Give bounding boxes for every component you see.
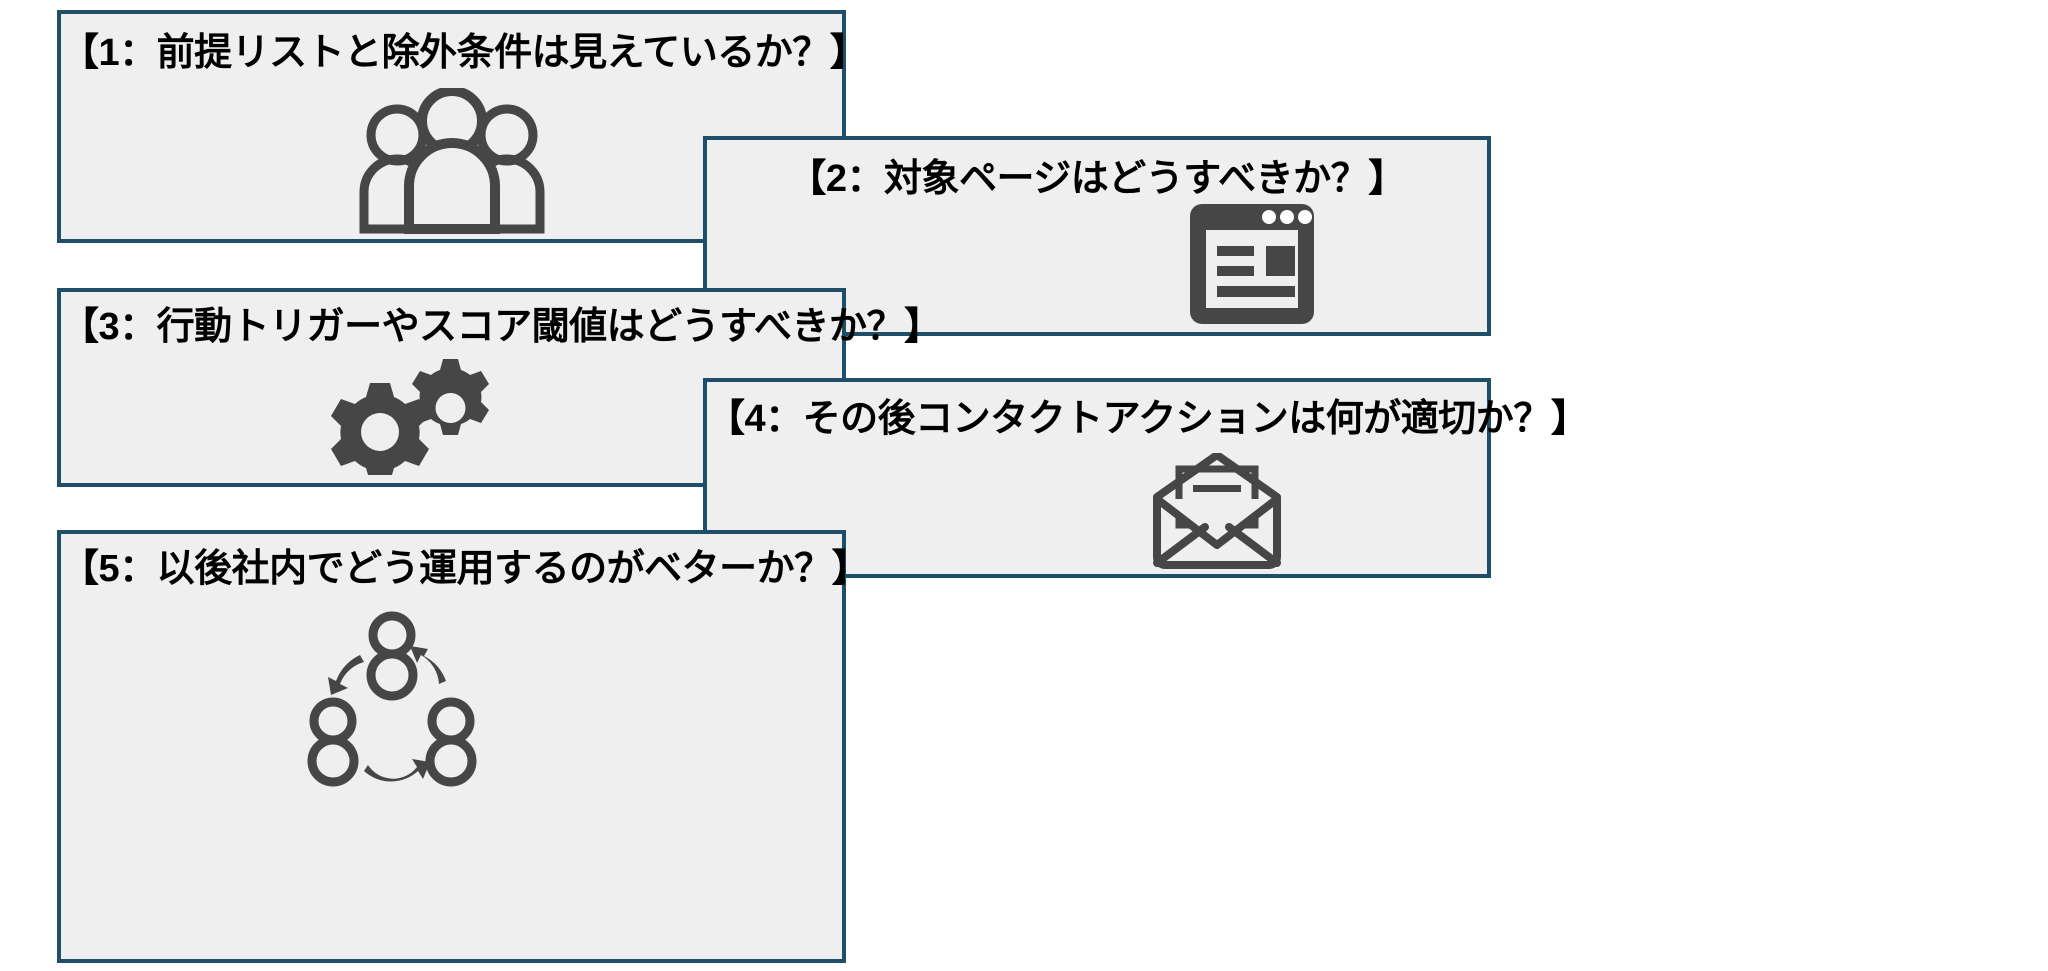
card-1[interactable]: 【1：前提リストと除外条件は見えているか？】: [57, 10, 868, 243]
people-cycle-icon: [294, 611, 490, 787]
card-5[interactable]: 【5：以後社内でどう運用するのがベターか？】: [57, 530, 870, 963]
browser-window-icon: [1186, 200, 1318, 328]
card-2-icon-slot: [1017, 198, 1487, 330]
people-group-icon: [359, 88, 545, 234]
open-envelope-icon: [1147, 453, 1287, 571]
card-2-title: 【2：対象ページはどうすべきか？】: [788, 158, 1406, 200]
card-3-title: 【3：行動トリガーやスコア閾値はどうすべきか？】: [61, 306, 942, 348]
card-1-icon-slot: [61, 86, 842, 236]
card-5-title: 【5：以後社内でどう運用するのがベターか？】: [61, 548, 870, 590]
card-3-icon-slot: [61, 353, 762, 475]
card-5-icon-slot: [61, 604, 722, 794]
card-4-title: 【4：その後コンタクトアクションは何が適切か？】: [707, 398, 1589, 440]
gears-icon: [322, 353, 502, 475]
card-4-icon-slot: [977, 452, 1457, 572]
card-1-title: 【1：前提リストと除外条件は見えているか？】: [61, 32, 868, 74]
card-3[interactable]: 【3：行動トリガーやスコア閾値はどうすべきか？】: [57, 288, 942, 487]
